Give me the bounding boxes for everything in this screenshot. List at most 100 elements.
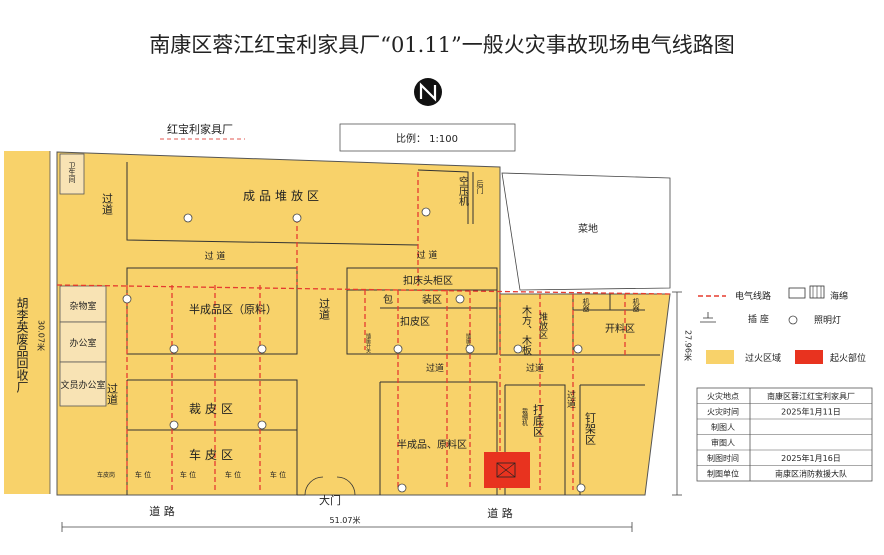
- dim-left: 30.07米: [37, 320, 46, 352]
- label-cutting-material: 开料区: [605, 322, 635, 335]
- label-packing-a: 包: [383, 293, 393, 306]
- label-car-seat-1: 车 位: [135, 470, 151, 479]
- label-nail: 钉架区: [584, 412, 597, 445]
- label-storage: 杂物室: [69, 300, 96, 312]
- legend: 电气线路 海绵 插 座 照明灯 过火区域 起火部位: [698, 285, 866, 364]
- origin-swatch: [795, 350, 823, 364]
- label-sanding: 打底区: [532, 403, 545, 437]
- info-label-5: 制图时间: [707, 453, 739, 463]
- neighbor-strip: [4, 151, 50, 494]
- legend-sponge: 海绵: [830, 290, 848, 302]
- clerk-office-room: [59, 361, 107, 407]
- label-car-seat-2: 车 位: [180, 470, 196, 479]
- legend-origin: 起火部位: [830, 352, 866, 364]
- label-car-seat-4: 车 位: [270, 470, 286, 479]
- legend-burned: 过火区域: [745, 352, 781, 364]
- north-arrow-icon: [414, 78, 442, 106]
- label-semi-raw: 半成品、原料区: [397, 438, 467, 451]
- light-icon: [513, 344, 523, 354]
- info-value-2: 2025年1月11日: [781, 407, 841, 417]
- info-label-1: 火灾地点: [707, 391, 739, 401]
- label-button: 扣皮区: [400, 315, 430, 328]
- light-icon: [183, 213, 193, 223]
- light-icon: [393, 344, 403, 354]
- legend-light: 照明灯: [814, 315, 841, 326]
- light-icon: [292, 213, 302, 223]
- label-aisle-low-b: 过道: [526, 362, 544, 374]
- label-aisle-mid-left: 过 道: [205, 250, 226, 262]
- toilet-room: [59, 153, 85, 195]
- road-right: 道 路: [487, 506, 513, 520]
- light-icon: [397, 483, 407, 493]
- label-semi-finished: 半成品区（原料）: [189, 302, 277, 316]
- label-car-post: 车皮岗: [97, 471, 115, 479]
- label-aisle-left: 过道: [106, 383, 119, 405]
- label-aisle-low-a: 过道: [426, 362, 444, 374]
- socket-icon: [700, 312, 716, 323]
- light-icon: [169, 420, 179, 430]
- light-icon: [169, 344, 179, 354]
- factory-label: 红宝利家具厂: [167, 122, 233, 136]
- info-value-1: 南康区蓉江红宝利家具厂: [767, 391, 855, 401]
- light-icon: [421, 207, 431, 217]
- label-cutting: 裁皮区: [189, 402, 237, 416]
- main-gate-label: 大门: [319, 493, 341, 507]
- sponge-icon: [788, 287, 806, 299]
- neighbor-label: 胡李英废品回收厂: [15, 297, 29, 393]
- main-gate: [297, 476, 356, 496]
- road-left: 道 路: [149, 504, 175, 518]
- label-headboard: 扣床头柜区: [403, 274, 453, 287]
- label-wood-stack: 堆放区: [537, 312, 548, 339]
- label-aisle-far-right: 过道: [565, 389, 576, 409]
- info-label-6: 制图单位: [707, 469, 739, 479]
- diagram-title: 南康区蓉江红宝利家具厂“01.11”一般火灾事故现场电气线路图: [149, 33, 735, 57]
- label-sewing: 车皮区: [189, 447, 237, 462]
- label-packing-b: 装区: [422, 293, 442, 306]
- light-icon: [465, 344, 475, 354]
- info-label-4: 审图人: [711, 438, 735, 448]
- dim-right: 27.96米: [684, 330, 693, 362]
- scale-text: 比例： 1:100: [396, 132, 458, 145]
- light-icon: [576, 483, 586, 493]
- label-air-compressor: 空压机: [457, 175, 469, 207]
- info-value-6: 南康区消防救援大队: [775, 469, 847, 479]
- legend-wiring: 电气线路: [735, 290, 771, 302]
- label-aisle-top-left: 过道: [101, 193, 114, 215]
- dim-bottom-line: [61, 522, 633, 532]
- label-machine-left: 机器: [582, 297, 590, 313]
- label-clerk-office: 文员办公室: [60, 379, 105, 391]
- info-label-2: 火灾时间: [707, 407, 739, 417]
- scale-box: [339, 123, 516, 152]
- light-icon: [788, 315, 798, 325]
- light-icon: [257, 344, 267, 354]
- light-icon: [122, 294, 132, 304]
- light-icon: [455, 294, 465, 304]
- dim-right-line: [672, 291, 682, 496]
- info-label-3: 制图人: [711, 422, 735, 432]
- light-icons: [122, 207, 586, 493]
- legend-socket: 插 座: [748, 313, 769, 325]
- veg-label: 菜地: [578, 222, 598, 235]
- label-toilet: 卫生间: [68, 162, 76, 184]
- label-machine-right: 机器: [632, 297, 640, 313]
- info-table: 火灾地点 南康区蓉江红宝利家具厂 火灾时间 2025年1月11日 制图人 审图人…: [696, 387, 873, 482]
- veg-plot: [501, 172, 671, 291]
- burned-area: [56, 151, 671, 496]
- label-office: 办公室: [69, 337, 96, 349]
- label-finished-goods: 成品堆放区: [243, 188, 323, 203]
- fire-origin: [484, 452, 530, 488]
- info-value-5: 2025年1月16日: [781, 453, 841, 463]
- wiring-lines: [56, 172, 671, 490]
- dim-bottom: 51.07米: [330, 515, 361, 525]
- label-plug-a: 插座开关: [365, 332, 371, 354]
- label-car-seat-3: 车 位: [225, 470, 241, 479]
- label-aisle-center: 过道: [318, 298, 331, 320]
- light-icon: [257, 420, 267, 430]
- label-wood: 木方、木板: [520, 305, 532, 356]
- light-icon: [573, 344, 583, 354]
- label-plug-b: 插座开关: [465, 332, 471, 354]
- label-aisle-mid-right: 过 道: [417, 249, 438, 261]
- label-shoe-machine: 裁绷机: [521, 407, 528, 427]
